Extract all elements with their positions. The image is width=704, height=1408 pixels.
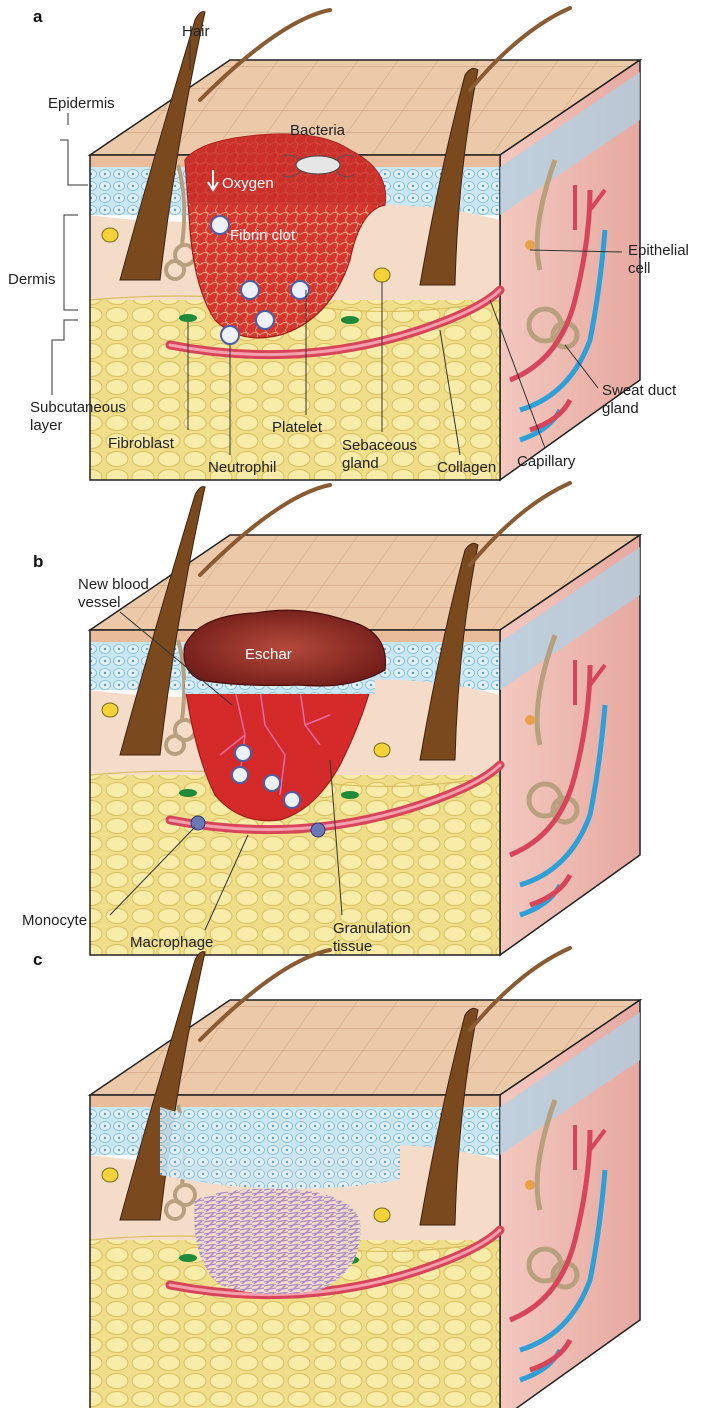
label-fibroblast: Fibroblast bbox=[108, 435, 175, 452]
panel-c: c bbox=[33, 948, 640, 1408]
label-granulation-2: tissue bbox=[333, 938, 372, 955]
label-epidermis: Epidermis bbox=[48, 95, 115, 112]
label-monocyte: Monocyte bbox=[22, 912, 87, 929]
panel-a: a Oxygen Fibrin clot Bacteria Hair Epide… bbox=[8, 7, 689, 480]
panel-letter-c: c bbox=[33, 950, 42, 969]
label-neutrophil: Neutrophil bbox=[208, 459, 276, 476]
panel-letter-a: a bbox=[33, 7, 43, 26]
panel-letter-b: b bbox=[33, 552, 43, 571]
label-sweat-1: Sweat duct bbox=[602, 382, 677, 399]
label-hair: Hair bbox=[182, 23, 210, 40]
label-platelet: Platelet bbox=[272, 419, 323, 436]
label-subcutaneous-1: Subcutaneous bbox=[30, 399, 126, 416]
label-new-vessel-2: vessel bbox=[78, 594, 121, 611]
skin-block-b bbox=[90, 483, 640, 955]
label-dermis: Dermis bbox=[8, 271, 56, 288]
label-bacteria: Bacteria bbox=[290, 122, 346, 139]
label-sebaceous-2: gland bbox=[342, 455, 379, 472]
label-capillary: Capillary bbox=[517, 453, 576, 470]
skin-block-a bbox=[90, 8, 640, 480]
label-collagen: Collagen bbox=[437, 459, 496, 476]
label-subcutaneous-2: layer bbox=[30, 417, 63, 434]
label-eschar: Eschar bbox=[245, 646, 292, 663]
label-oxygen: Oxygen bbox=[222, 175, 274, 192]
label-sweat-2: gland bbox=[602, 400, 639, 417]
panel-b: b Eschar New blood vessel Monocyte Macro… bbox=[22, 483, 640, 955]
scar-collagen bbox=[194, 1189, 360, 1294]
label-epithelial-1: Epithelial bbox=[628, 242, 689, 259]
label-fibrin-clot: Fibrin clot bbox=[230, 227, 296, 244]
label-new-vessel-1: New blood bbox=[78, 576, 149, 593]
label-sebaceous-1: Sebaceous bbox=[342, 437, 417, 454]
label-macrophage: Macrophage bbox=[130, 934, 213, 951]
label-epithelial-2: cell bbox=[628, 260, 651, 277]
label-granulation-1: Granulation bbox=[333, 920, 411, 937]
